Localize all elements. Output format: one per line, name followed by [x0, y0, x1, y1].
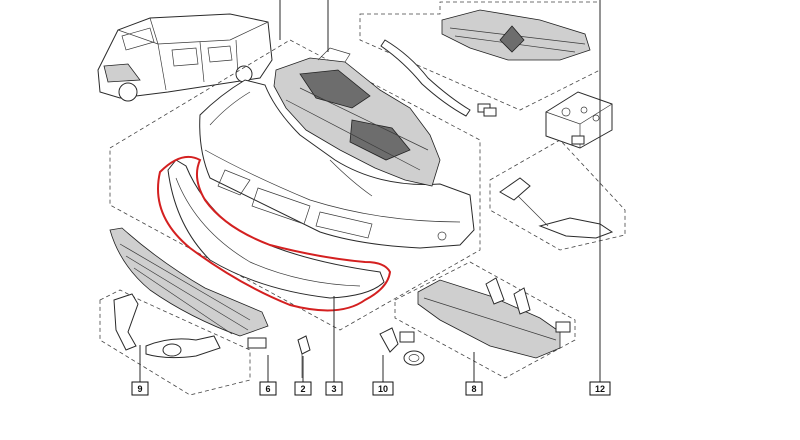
region-outline-underbody	[394, 261, 576, 379]
svg-text:12: 12	[595, 384, 605, 394]
callout-2: 2	[294, 381, 312, 396]
small-clip	[297, 335, 311, 378]
highlight-outline	[157, 156, 392, 312]
callout-10: 10	[372, 381, 394, 396]
underbody-shield	[417, 277, 571, 359]
fog-lamp-cover	[379, 327, 425, 366]
upper-grille	[441, 9, 591, 61]
lower-spoiler-highlight	[157, 156, 392, 312]
bumper-carrier	[273, 47, 441, 187]
svg-text:2: 2	[300, 384, 305, 394]
svg-text:10: 10	[378, 384, 388, 394]
callout-3: 3	[325, 381, 343, 396]
svg-text:6: 6	[265, 384, 270, 394]
leader-lines	[139, 0, 601, 382]
callout-8: 8	[465, 381, 483, 396]
callout-9: 9	[131, 381, 149, 396]
svg-text:3: 3	[331, 384, 336, 394]
region-outline-grille-top	[359, 1, 601, 111]
bumper-cover	[199, 79, 475, 249]
fog-lamp-bezel	[113, 293, 267, 359]
lower-grille	[109, 227, 269, 337]
vehicle-illustration	[97, 13, 273, 102]
callout-12: 12	[589, 381, 611, 396]
region-outline-bumper	[109, 39, 481, 331]
clip-kit-box	[545, 91, 613, 149]
svg-text:9: 9	[137, 384, 142, 394]
side-bracket	[499, 177, 614, 239]
molding-strip	[380, 39, 497, 117]
region-outline-grille-lower	[99, 289, 251, 396]
callout-6: 6	[259, 381, 277, 396]
svg-text:8: 8	[471, 384, 476, 394]
